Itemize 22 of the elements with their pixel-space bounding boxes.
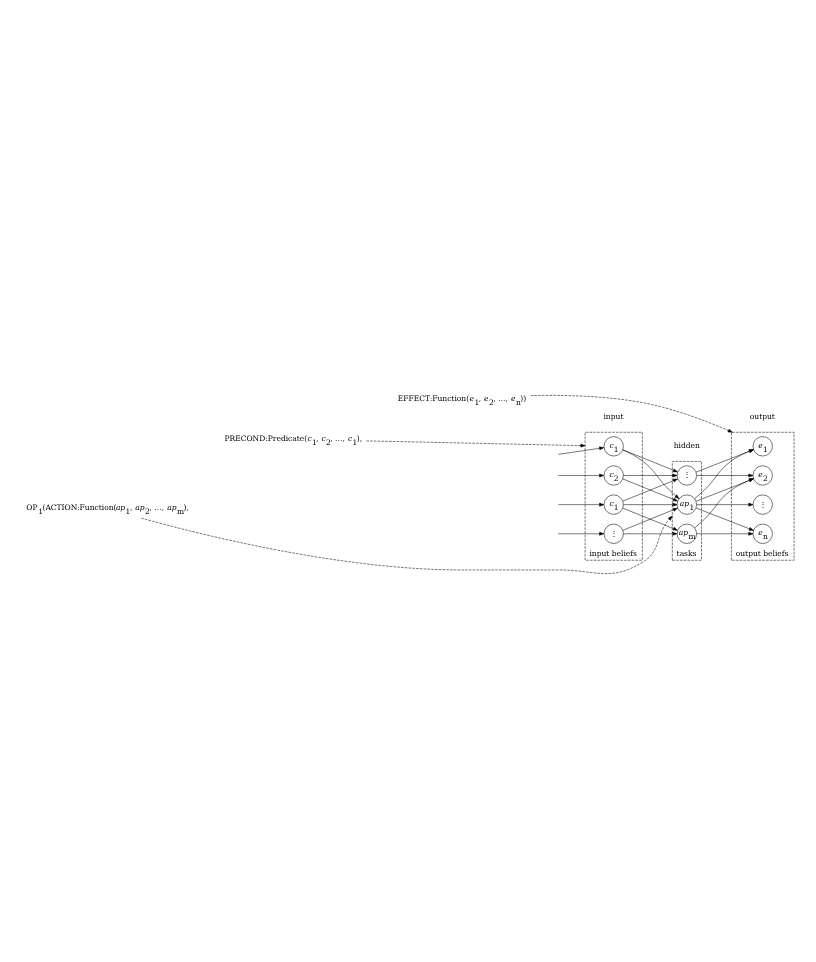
arrow bbox=[623, 501, 678, 506]
arrow bbox=[623, 531, 678, 535]
arrow bbox=[557, 501, 605, 506]
arrow bbox=[366, 439, 586, 447]
arrow bbox=[141, 514, 673, 573]
arrow bbox=[622, 448, 678, 472]
arrow bbox=[623, 472, 678, 477]
arrow bbox=[695, 506, 754, 530]
arrow bbox=[696, 472, 754, 477]
arrow bbox=[695, 477, 754, 501]
arrow bbox=[622, 448, 680, 498]
arrow bbox=[557, 531, 605, 535]
arrow bbox=[557, 445, 605, 454]
arrow bbox=[530, 394, 733, 432]
arrow bbox=[694, 477, 754, 528]
arrow bbox=[696, 501, 754, 506]
arrow bbox=[694, 448, 754, 498]
arrow bbox=[557, 472, 605, 477]
arrow bbox=[622, 506, 678, 530]
arrow bbox=[622, 477, 678, 501]
arrow bbox=[695, 448, 754, 472]
arrow bbox=[696, 531, 754, 535]
